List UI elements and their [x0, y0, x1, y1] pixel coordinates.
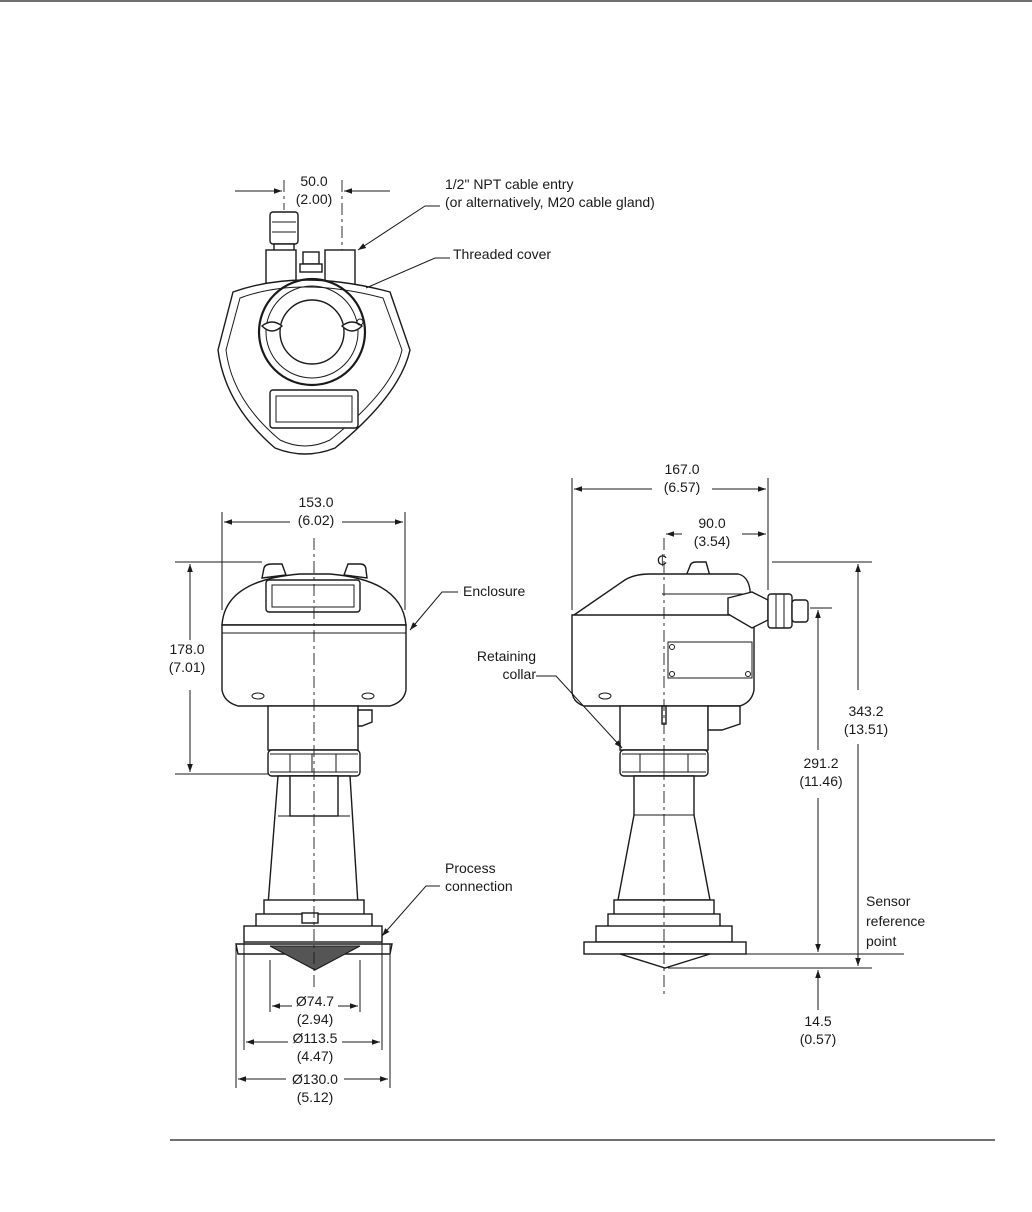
callout-retaining-collar-2: collar	[503, 666, 537, 682]
dim-overall-height-mm: 343.2	[848, 703, 883, 719]
dim-dia-inner: Ø74.7 (2.94)	[296, 993, 334, 1027]
dim-front-width: 153.0 (6.02)	[298, 494, 335, 528]
dim-antenna-projection: 14.5 (0.57)	[800, 1013, 837, 1047]
dim-height-to-reference: 291.2 (11.46)	[799, 755, 842, 789]
callout-sensor-reference-3: point	[866, 933, 896, 949]
side-view	[536, 478, 904, 1010]
dim-height-to-reference-mm: 291.2	[803, 755, 838, 771]
callout-sensor-reference: Sensor	[866, 893, 911, 909]
dim-top-gland-offset-inch: (2.00)	[296, 191, 333, 207]
callout-process-connection-2: connection	[445, 878, 513, 894]
dim-side-centerline-offset-inch: (3.54)	[694, 533, 731, 549]
dim-top-gland-offset-mm: 50.0	[300, 173, 327, 189]
dim-side-width-inch: (6.57)	[664, 479, 701, 495]
callout-retaining-collar: Retaining	[477, 648, 536, 664]
callout-cable-entry-alt: (or alternatively, M20 cable gland)	[445, 194, 655, 210]
dim-top-gland-offset: 50.0 (2.00)	[296, 173, 333, 207]
dim-side-centerline-offset: 90.0 (3.54)	[694, 515, 731, 549]
dim-front-width-mm: 153.0	[298, 494, 333, 510]
top-view	[218, 180, 450, 454]
callout-enclosure: Enclosure	[463, 583, 525, 599]
dim-side-centerline-offset-mm: 90.0	[698, 515, 725, 531]
dim-dia-inner-inch: (2.94)	[297, 1011, 334, 1027]
callout-sensor-reference-2: reference	[866, 913, 925, 929]
dim-dia-mid-inch: (4.47)	[297, 1048, 334, 1064]
dim-side-width-mm: 167.0	[664, 461, 699, 477]
dim-overall-height: 343.2 (13.51)	[844, 703, 888, 737]
dim-enclosure-height-mm: 178.0	[169, 641, 204, 657]
dim-dia-outer: Ø130.0 (5.12)	[292, 1071, 338, 1105]
dim-front-width-inch: (6.02)	[298, 512, 335, 528]
dim-dia-inner-mm: Ø74.7	[296, 993, 334, 1009]
dim-enclosure-height: 178.0 (7.01)	[169, 641, 206, 675]
callout-cable-entry: 1/2" NPT cable entry	[445, 176, 573, 192]
dim-antenna-projection-mm: 14.5	[804, 1013, 831, 1029]
dim-dia-mid-mm: Ø113.5	[293, 1030, 338, 1046]
centerline-symbol: ₵	[657, 552, 667, 568]
dim-dia-mid: Ø113.5 (4.47)	[293, 1030, 338, 1064]
dim-height-to-reference-inch: (11.46)	[799, 773, 842, 789]
dim-antenna-projection-inch: (0.57)	[800, 1031, 837, 1047]
dim-enclosure-height-inch: (7.01)	[169, 659, 206, 675]
dim-overall-height-inch: (13.51)	[844, 721, 888, 737]
dim-dia-outer-inch: (5.12)	[297, 1089, 334, 1105]
callout-threaded-cover: Threaded cover	[453, 246, 551, 262]
callout-process-connection: Process	[445, 860, 496, 876]
dim-dia-outer-mm: Ø130.0	[292, 1071, 338, 1087]
dim-side-width: 167.0 (6.57)	[664, 461, 701, 495]
